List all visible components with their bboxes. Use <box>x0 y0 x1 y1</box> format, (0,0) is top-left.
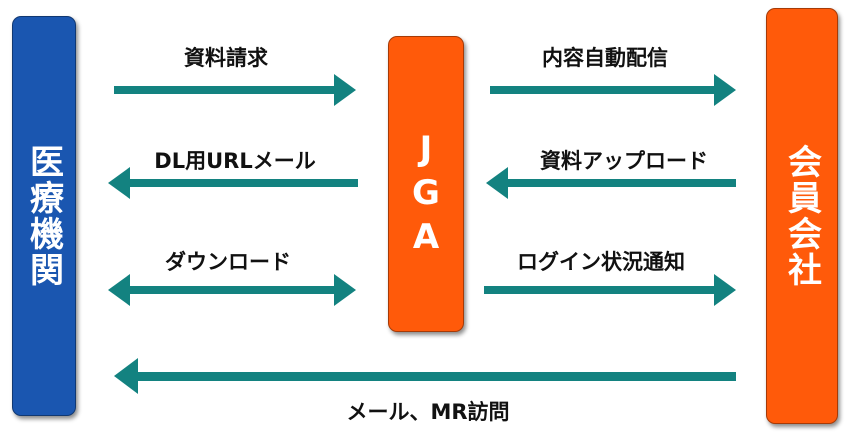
label-download: ダウンロード <box>165 250 291 274</box>
label-dl-url-mail: DL用URLメール <box>154 149 316 173</box>
member-company-box: 会員会社 <box>766 8 838 424</box>
label-content-auto-delivery: 内容自動配信 <box>542 46 668 70</box>
member-company-label: 会員会社 <box>781 144 822 288</box>
arrow-mail-mr-visit <box>114 358 736 394</box>
label-login-status-notice: ログイン状況通知 <box>517 250 685 274</box>
medical-institution-label: 医療機関 <box>23 144 64 288</box>
arrow-download <box>108 274 356 306</box>
label-doc-request: 資料請求 <box>184 46 268 70</box>
label-mail-mr-visit: メール、MR訪問 <box>346 400 510 424</box>
medical-institution-box: 医療機関 <box>12 16 76 416</box>
arrow-login-status-notice <box>484 274 736 306</box>
arrow-doc-request <box>114 74 356 106</box>
jga-box: JGA <box>388 36 464 332</box>
arrow-dl-url-mail <box>108 167 358 199</box>
label-doc-upload: 資料アップロード <box>540 149 708 173</box>
arrow-doc-upload <box>486 167 736 199</box>
jga-label: JGA <box>406 129 446 261</box>
arrow-content-auto-delivery <box>490 74 736 106</box>
